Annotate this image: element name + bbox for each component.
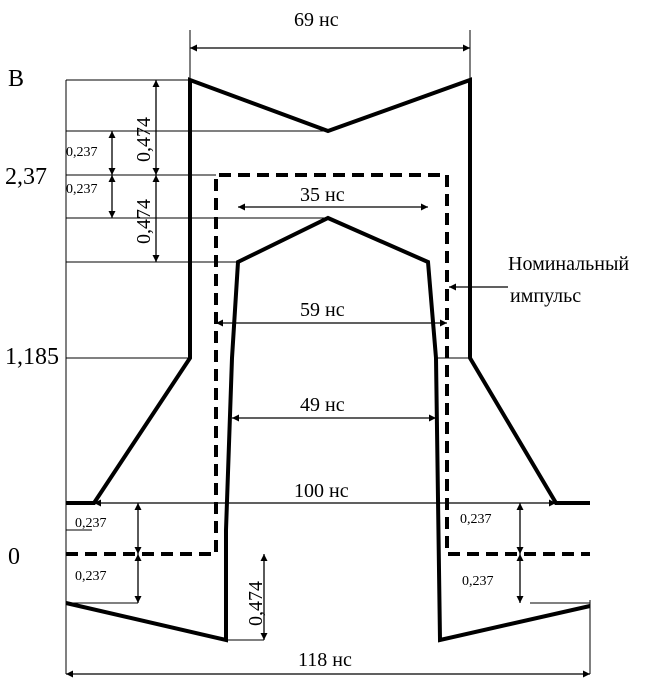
level-zero-label: 0 bbox=[8, 544, 20, 570]
duration-118-label: 118 нс bbox=[298, 649, 352, 671]
nominal-pulse bbox=[66, 173, 590, 556]
nominal-pulse-label-line2: импульс bbox=[510, 285, 581, 307]
upper-mask-outline bbox=[66, 77, 590, 505]
duration-69-label: 69 нс bbox=[294, 9, 339, 31]
lower-mask-outline bbox=[65, 215, 591, 643]
duration-49-label: 49 нс bbox=[300, 394, 345, 416]
duration-100-label: 100 нс bbox=[294, 480, 349, 502]
duration-35-label: 35 нс bbox=[300, 184, 345, 206]
tolerance-237-left-up: 0,237 bbox=[75, 516, 107, 531]
tolerance-arrows bbox=[108, 80, 524, 640]
tolerance-474-upper-b: 0,474 bbox=[133, 199, 155, 244]
tolerance-237-upper-a: 0,237 bbox=[66, 145, 98, 160]
tolerance-237-upper-b: 0,237 bbox=[66, 182, 98, 197]
level-middle-label: 1,185 bbox=[5, 344, 59, 370]
nominal-pulse-label-line1: Номинальный bbox=[508, 253, 629, 275]
level-top-label: 2,37 bbox=[5, 164, 47, 190]
duration-59-label: 59 нс bbox=[300, 299, 345, 321]
tolerance-237-left-down: 0,237 bbox=[75, 569, 107, 584]
duration-arrows bbox=[66, 44, 590, 678]
tolerance-474-bottom: 0,474 bbox=[245, 581, 267, 626]
tolerance-237-right-up: 0,237 bbox=[460, 512, 492, 527]
y-axis-unit-label: В bbox=[8, 66, 24, 92]
tolerance-237-right-down: 0,237 bbox=[462, 574, 494, 589]
tolerance-474-upper-a: 0,474 bbox=[133, 117, 155, 162]
